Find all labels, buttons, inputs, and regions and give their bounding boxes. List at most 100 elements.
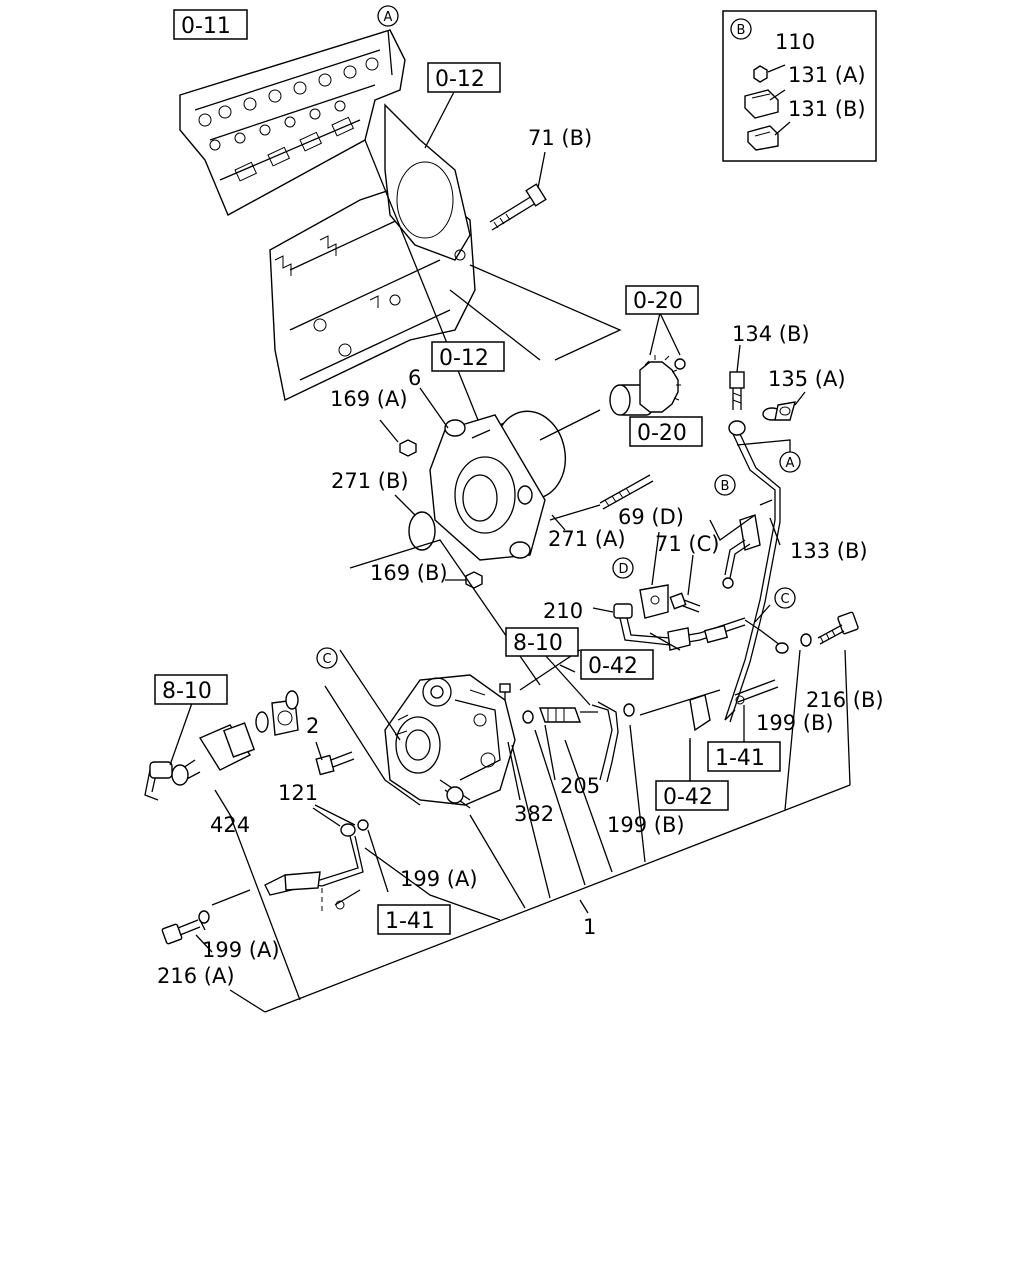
leader-0-20-top: [649, 312, 681, 356]
clamp-131b-drawing: [747, 125, 779, 151]
part-label-216b: 216 (B): [806, 688, 884, 712]
part-label-1: 1: [583, 915, 596, 939]
ref-box-0-42-mid-label: 0-42: [588, 654, 638, 679]
leader-stud-to-flange: [539, 409, 601, 521]
circle-ref-a-right: A: [779, 451, 801, 473]
washer-199b-right-a: [800, 633, 812, 647]
circle-ref-a-top: A: [377, 5, 399, 27]
part-label-131b: 131 (B): [788, 97, 866, 121]
ref-box-1-41-bottom[interactable]: 1-41: [377, 904, 451, 935]
circle-ref-a-top-label: A: [384, 10, 393, 25]
ref-box-1-41-right-label: 1-41: [715, 746, 765, 771]
washer-199a-low: [198, 910, 210, 924]
part-label-131a: 131 (A): [788, 63, 866, 87]
assembly-leader-lines: [195, 514, 851, 1013]
part-label-199b-right: 199 (B): [756, 711, 834, 735]
o-ring-271b-drawing: [408, 511, 436, 551]
clamp-131a-drawing: [744, 89, 779, 119]
circle-ref-a-right-label: A: [786, 456, 795, 471]
bolt-71c-drawing: [669, 592, 701, 613]
leader-8-10-left: [169, 702, 193, 766]
pipe-121-drawing: [264, 819, 369, 912]
circle-ref-c-right: C: [774, 587, 796, 609]
ref-box-0-20-mid[interactable]: 0-20: [629, 416, 703, 447]
part-label-71c: 71 (C): [655, 532, 719, 556]
ref-box-1-41-right[interactable]: 1-41: [707, 741, 781, 772]
part-label-205: 205: [560, 774, 600, 798]
leader-block-to-pump-region: [469, 264, 622, 361]
part-label-210: 210: [543, 599, 583, 623]
ref-box-0-20-top[interactable]: 0-20: [625, 285, 699, 315]
part-label-69d: 69 (D): [618, 505, 684, 529]
stud-0-20-drawing: [599, 474, 654, 510]
nut-110-drawing: [753, 65, 768, 83]
leader-A-right: [736, 439, 791, 455]
circle-ref-b-pipe-label: B: [721, 479, 730, 494]
part-label-6: 6: [408, 366, 421, 390]
bolt-216a-drawing: [161, 919, 201, 945]
part-label-216a: 216 (A): [157, 964, 235, 988]
leader-scv-to-pump: [324, 685, 421, 806]
part-label-199a-low: 199 (A): [202, 938, 280, 962]
nut-169a-drawing: [399, 439, 417, 457]
leader-plate-to-gasket: [449, 289, 541, 361]
ref-box-8-10-mid[interactable]: 8-10: [505, 627, 579, 657]
part-label-424: 424: [210, 813, 250, 837]
leader-plate-to-block: [364, 139, 481, 426]
ref-box-8-10-mid-label: 8-10: [513, 631, 563, 656]
part-label-2: 2: [306, 714, 319, 738]
gear-case-plate-drawing: [384, 103, 471, 261]
circle-ref-c-pump: C: [316, 647, 338, 669]
scv-valve-424-drawing: [144, 690, 299, 801]
gasket-135a-drawing: [762, 401, 796, 421]
part-label-133b: 133 (B): [790, 539, 868, 563]
part-label-271b: 271 (B): [331, 469, 409, 493]
ref-box-0-12-top-label: 0-12: [435, 67, 485, 92]
ref-box-8-10-left[interactable]: 8-10: [154, 674, 228, 705]
part-label-169a: 169 (A): [330, 387, 408, 411]
part-label-135a: 135 (A): [768, 367, 846, 391]
leak-off-pipe-210-drawing: [613, 603, 789, 654]
circle-ref-b-pipe: B: [714, 474, 736, 496]
ref-box-0-42-mid[interactable]: 0-42: [580, 649, 654, 680]
cylinder-head-drawing: [179, 29, 406, 216]
bracket-69d-drawing: [639, 584, 669, 619]
nut-169b-drawing: [465, 571, 483, 589]
circle-ref-d-nipple: D: [612, 557, 634, 579]
bolt-71b-drawing: [489, 183, 547, 231]
leader-8-10-mid: [544, 654, 591, 706]
flange-plate-6-drawing: [429, 414, 546, 561]
label-leader-lines: [199, 29, 806, 931]
ref-box-0-11[interactable]: 0-11: [173, 9, 248, 40]
washer-199b-right-b: [623, 703, 635, 717]
ref-box-8-10-left-label: 8-10: [162, 679, 212, 704]
leader-C-pump: [339, 649, 401, 741]
ref-box-0-42-low-label: 0-42: [663, 785, 713, 810]
ref-box-0-20-mid-label: 0-20: [637, 421, 687, 446]
ref-box-0-12-mid-label: 0-12: [439, 346, 489, 371]
circle-ref-d-nipple-label: D: [619, 562, 629, 577]
part-label-199a-mid: 199 (A): [400, 867, 478, 891]
bolt-216b-drawing: [817, 611, 859, 645]
circle-ref-b-inset-label: B: [737, 23, 746, 38]
circle-ref-c-pump-label: C: [323, 652, 332, 667]
ref-box-1-41-bottom-label: 1-41: [385, 909, 435, 934]
ref-box-0-12-mid[interactable]: 0-12: [431, 341, 505, 372]
pump-gear-drawing: [609, 355, 686, 416]
fuel-pipe-133b-drawing: [722, 420, 781, 723]
bolt-134b-drawing: [729, 371, 745, 410]
bolt-2-drawing: [315, 751, 355, 776]
part-label-169b: 169 (B): [370, 561, 448, 585]
injection-pump-body-drawing: [384, 674, 516, 809]
part-label-382: 382: [514, 802, 554, 826]
part-label-271a: 271 (A): [548, 527, 626, 551]
sensor-205-drawing: [522, 701, 619, 783]
ref-box-0-12-top[interactable]: 0-12: [427, 62, 501, 93]
part-label-134b: 134 (B): [732, 322, 810, 346]
pipe-clamp-right-drawing: [689, 679, 779, 790]
ref-box-0-11-label: 0-11: [181, 14, 231, 39]
part-label-71b: 71 (B): [528, 126, 592, 150]
ref-box-0-42-low[interactable]: 0-42: [655, 780, 729, 811]
ref-box-0-20-top-label: 0-20: [633, 289, 683, 314]
